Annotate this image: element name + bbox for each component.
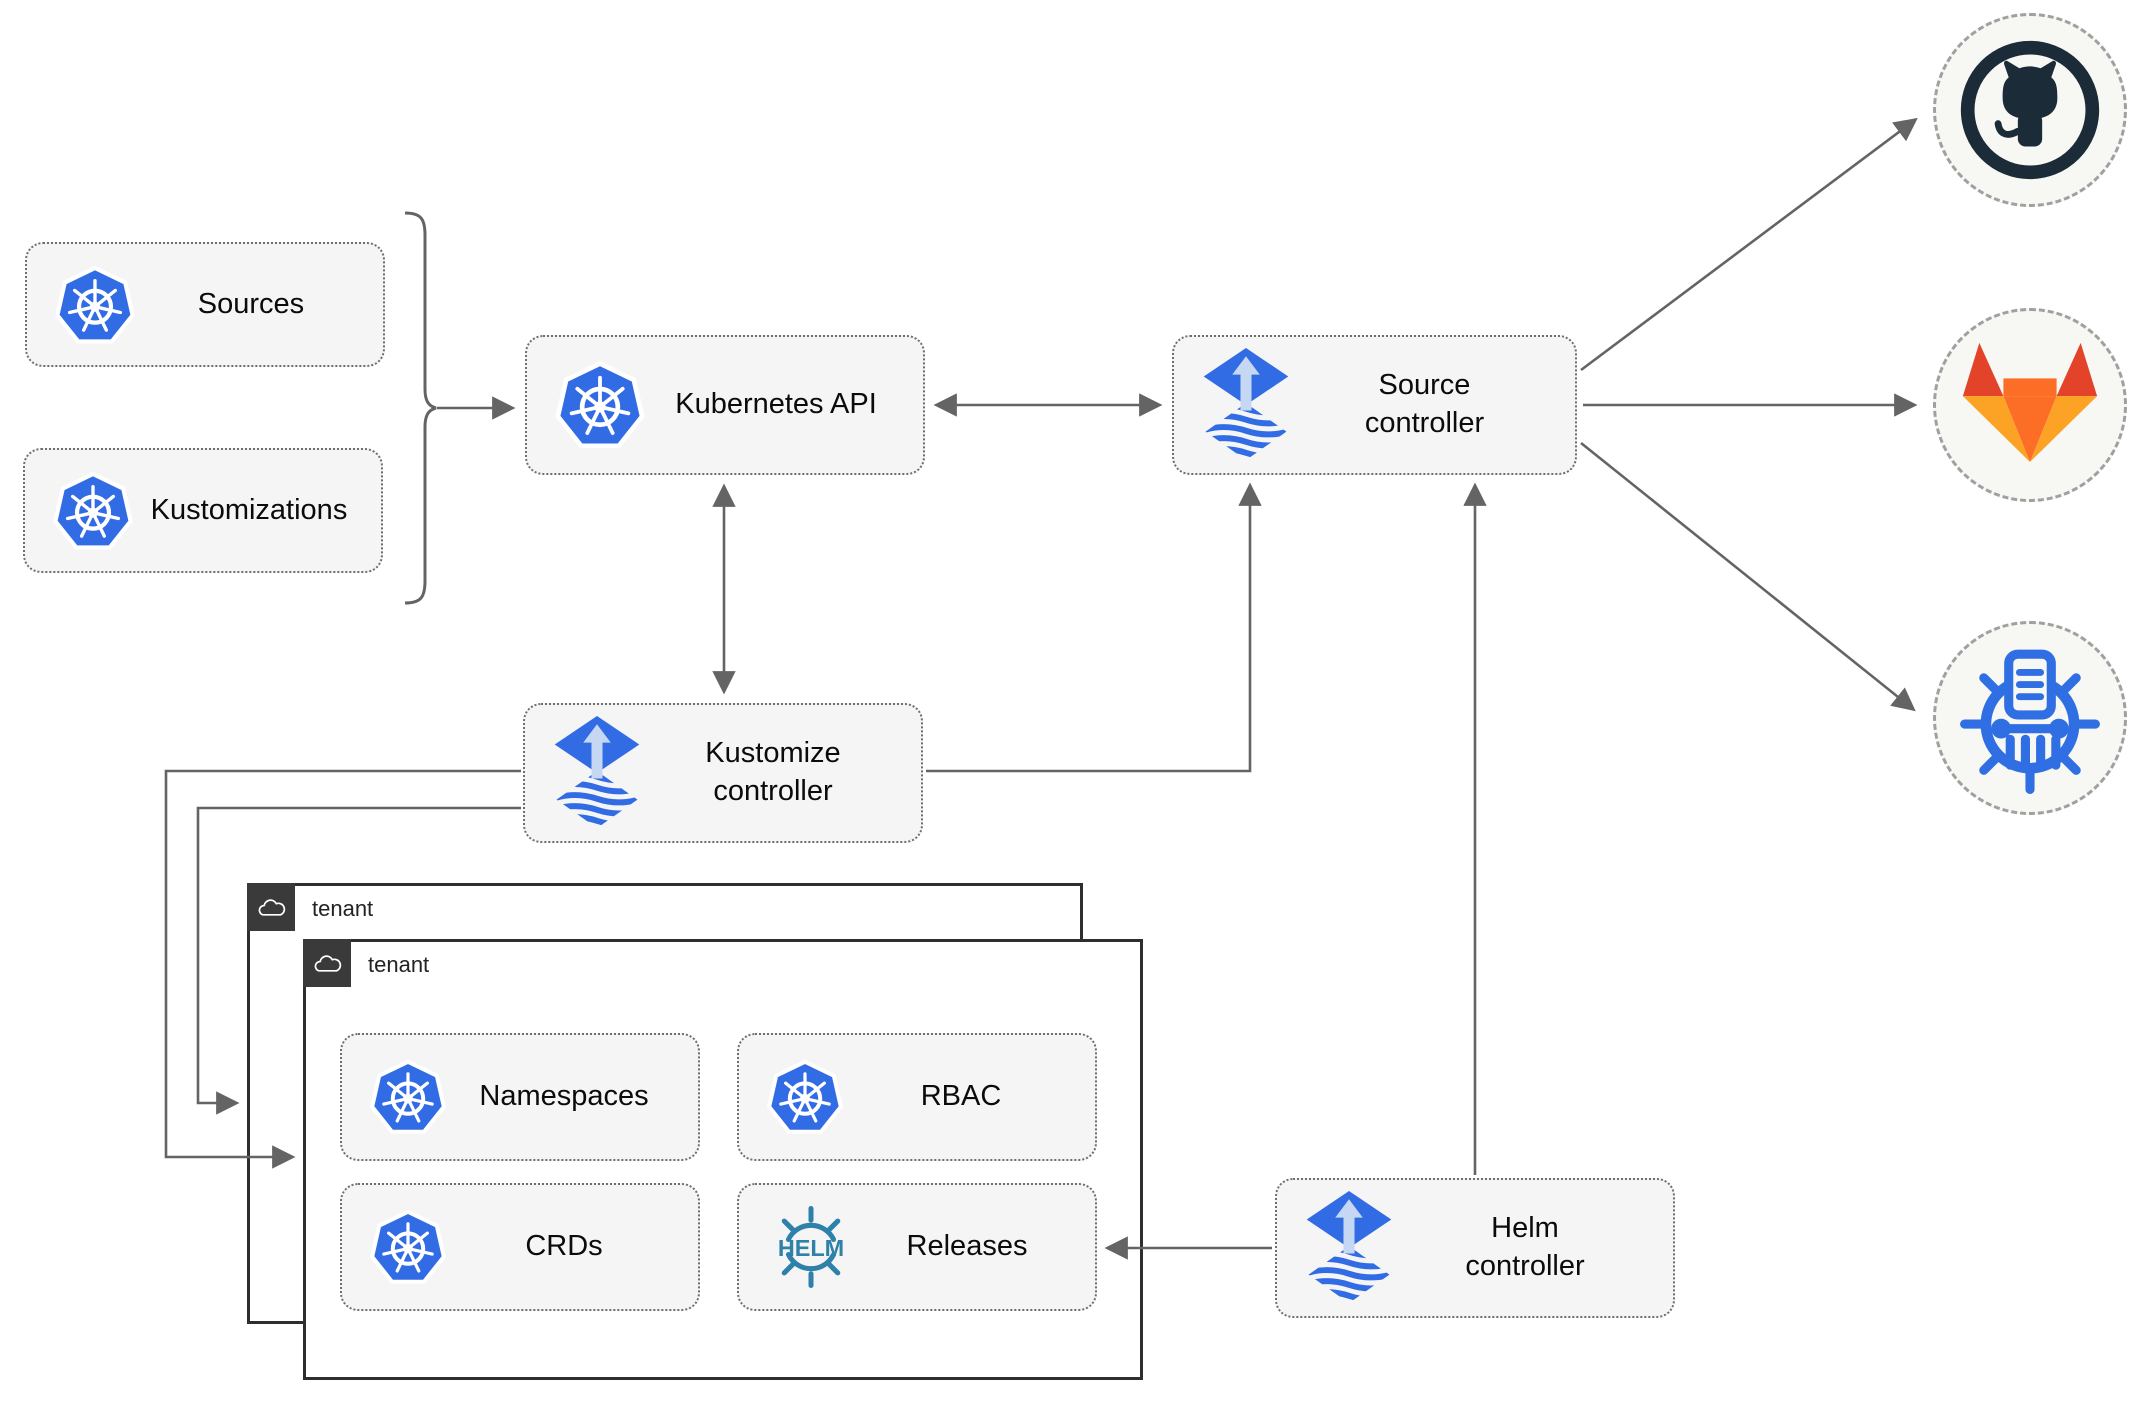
kubernetes-icon — [368, 1057, 448, 1137]
flux-icon — [551, 716, 643, 830]
edge-source-controller-to-helm-repository — [1580, 441, 1916, 712]
node-kubernetes-api: Kubernetes API — [525, 335, 925, 475]
node-kustomizations: Kustomizations — [23, 448, 383, 573]
node-source-controller: Source controller — [1172, 335, 1577, 475]
brace-sources-kustomizations — [404, 211, 437, 605]
tenant-group-label: tenant — [312, 896, 374, 921]
github-icon — [1954, 34, 2106, 186]
helm-repository-endpoint — [1933, 621, 2127, 815]
edge-kustomize-controller-to-source-controller — [926, 482, 1262, 773]
node-label: Sources — [197, 287, 305, 320]
helm-icon — [765, 1205, 857, 1289]
node-rbac: RBAC — [737, 1033, 1097, 1161]
cloud-icon — [312, 952, 343, 975]
node-label: RBAC — [920, 1080, 1002, 1113]
helm-repository-icon — [1954, 642, 2106, 794]
node-label: Namespaces — [479, 1080, 649, 1113]
gitlab-icon — [1954, 335, 2106, 475]
node-label: Source controller — [1364, 369, 1485, 439]
node-helm-controller: Helm controller — [1275, 1178, 1675, 1318]
tenant-tab — [303, 939, 351, 987]
node-crds: CRDs — [340, 1183, 700, 1311]
edge-source-controller-to-github — [1580, 117, 1918, 372]
flux-icon — [1200, 348, 1292, 462]
cloud-icon — [256, 896, 287, 919]
node-label: Releases — [906, 1230, 1028, 1263]
gitlab-endpoint — [1933, 308, 2127, 502]
node-label: CRDs — [525, 1230, 603, 1263]
node-sources: Sources — [25, 242, 385, 367]
kubernetes-icon — [368, 1207, 448, 1287]
kubernetes-icon — [53, 263, 137, 347]
node-kustomize-controller: Kustomize controller — [523, 703, 923, 843]
flux-icon — [1303, 1191, 1395, 1305]
tenant-group-label: tenant — [368, 952, 430, 977]
kubernetes-icon — [553, 358, 647, 452]
kubernetes-icon — [51, 469, 135, 553]
tenant-tab — [247, 883, 295, 931]
node-namespaces: Namespaces — [340, 1033, 700, 1161]
node-releases: Releases — [737, 1183, 1097, 1311]
node-label: Kustomizations — [150, 493, 348, 526]
node-label: Helm controller — [1465, 1212, 1585, 1282]
node-label: Kubernetes API — [675, 388, 877, 421]
github-endpoint — [1933, 13, 2127, 207]
node-label: Kustomize controller — [705, 737, 841, 807]
kubernetes-icon — [765, 1057, 845, 1137]
